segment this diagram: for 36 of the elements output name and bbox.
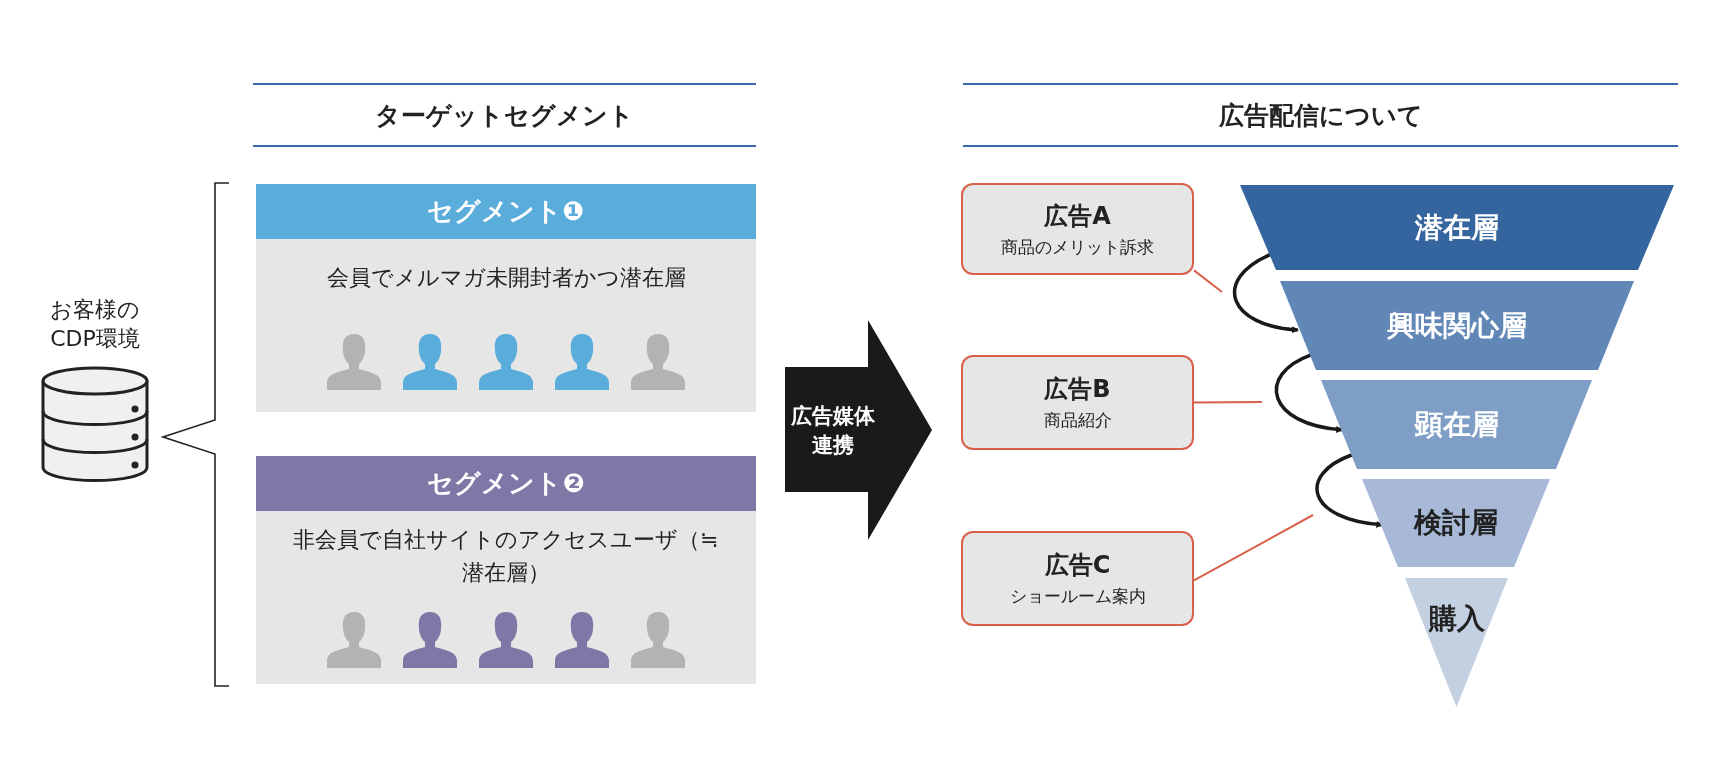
funnel-layer (1240, 185, 1674, 270)
ad-box (961, 355, 1194, 450)
curved-arrow (1274, 353, 1344, 433)
segment-header: セグメント❶ (256, 184, 756, 239)
ad-box (961, 531, 1194, 626)
database-label: お客様のCDP環境 (49, 296, 141, 353)
funnel-layer (1280, 281, 1634, 370)
ad-title: 広告C (1044, 550, 1111, 581)
block-arrow (785, 320, 932, 540)
layer-label: 潜在層 (1414, 209, 1500, 246)
curved-arrow (1232, 253, 1300, 333)
arrow-label: 広告媒体連携 (790, 403, 876, 460)
ad-box (961, 183, 1194, 275)
segment-description: 非会員で自社サイトのアクセスユーザ（≒潜在層） (292, 526, 720, 587)
segment-card (256, 456, 756, 684)
segment-header: セグメント❷ (256, 456, 756, 511)
ad-description: 商品のメリット訴求 (1001, 235, 1154, 259)
segment-description: 会員でメルマガ未開封者かつ潜在層 (325, 264, 687, 292)
leader-line (1193, 401, 1263, 404)
ad-title: 広告B (1044, 374, 1111, 405)
funnel-layer (1321, 380, 1592, 469)
ad-title: 広告A (1044, 200, 1111, 232)
leader-line (1193, 514, 1314, 582)
ad-description: ショールーム案内 (1009, 585, 1146, 608)
layer-label: 購入 (1427, 601, 1486, 637)
segment-card (256, 184, 756, 412)
funnel-layer (1405, 578, 1508, 707)
leader-line (1193, 269, 1223, 293)
section-heading: ターゲットセグメント (374, 100, 635, 132)
section-heading: 広告配信について (1217, 100, 1424, 132)
layer-label: 興味関心層 (1386, 307, 1528, 344)
curved-arrow (1315, 453, 1384, 528)
layer-label: 顕在層 (1413, 406, 1500, 443)
layer-label: 検討層 (1412, 505, 1499, 541)
ad-description: 商品紹介 (1043, 409, 1112, 432)
funnel-layer (1362, 479, 1550, 567)
